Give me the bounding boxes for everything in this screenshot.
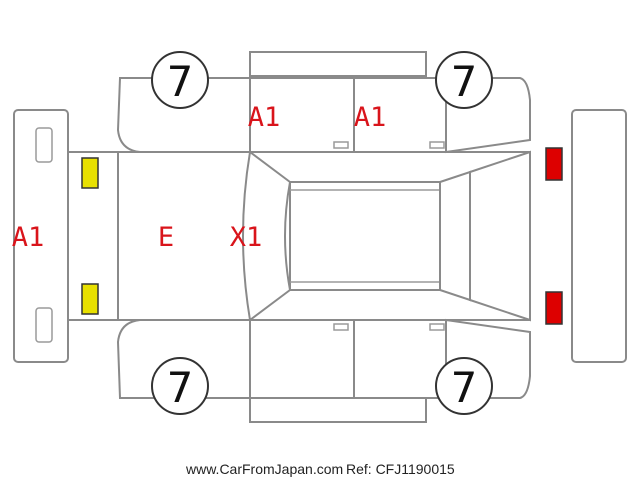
tyre-rear-right-circle: [435, 357, 493, 415]
footer-site: www.CarFromJapan.com: [185, 461, 343, 477]
tyre-rear-left-circle: [435, 51, 493, 109]
tyre-rear-right-label: 7: [451, 363, 478, 412]
rear-window-panel: [439, 170, 471, 302]
rear-lamp-marker-upper: [545, 147, 563, 181]
front-lamp-marker-upper: [81, 157, 99, 189]
roof-panel: [289, 181, 441, 291]
door-handle-front-bottom: [333, 323, 349, 331]
door-front-top: [249, 77, 355, 153]
roof-strip-bottom: [249, 397, 427, 423]
door-handle-rear-bottom: [429, 323, 445, 331]
door-rear-top: [353, 77, 447, 153]
trunk-panel: [469, 150, 531, 322]
tyre-front-left-circle: [151, 51, 209, 109]
roof-strip-top: [249, 51, 427, 77]
damage-code-windshield: X1: [230, 222, 263, 253]
footer-ref: Ref: CFJ1190015: [346, 461, 455, 477]
front-lamp-marker-lower: [81, 283, 99, 315]
front-bumper-fog-upper: [35, 127, 53, 163]
door-front-bottom: [249, 319, 355, 399]
damage-code-rear-door: A1: [354, 102, 387, 133]
damage-code-hood: E: [158, 222, 174, 253]
tyre-front-right-circle: [151, 357, 209, 415]
door-handle-front-top: [333, 141, 349, 149]
damage-code-front-door: A1: [248, 102, 281, 133]
tyre-front-right-label: 7: [167, 363, 194, 412]
door-handle-rear-top: [429, 141, 445, 149]
door-rear-bottom: [353, 319, 447, 399]
rear-bumper: [571, 109, 627, 363]
front-bumper-fog-lower: [35, 307, 53, 343]
tyre-front-left-label: 7: [167, 57, 194, 106]
rear-lamp-marker-lower: [545, 291, 563, 325]
damage-code-front-bumper: A1: [12, 222, 45, 253]
windshield-panel: [242, 150, 292, 322]
tyre-rear-left-label: 7: [451, 57, 478, 106]
